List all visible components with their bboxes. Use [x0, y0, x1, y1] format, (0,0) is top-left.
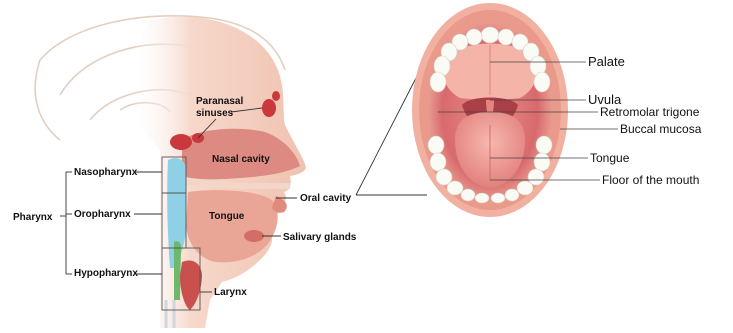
label-nasopharynx: Nasopharynx [74, 167, 138, 178]
label-nasal-cavity: Nasal cavity [212, 154, 270, 165]
label-larynx: Larynx [214, 287, 247, 298]
label-paranasal-1: Paranasal [196, 96, 243, 107]
label-palate: Palate [588, 54, 625, 69]
label-tongue-head: Tongue [209, 211, 245, 222]
label-floor-of-mouth: Floor of the mouth [602, 173, 699, 187]
label-paranasal-2: sinuses [196, 108, 234, 119]
label-oral-cavity: Oral cavity [300, 193, 352, 204]
label-oropharynx: Oropharynx [74, 209, 131, 220]
salivary-gland [244, 230, 264, 242]
label-salivary: Salivary glands [283, 232, 357, 243]
label-hypopharynx: Hypopharynx [74, 268, 138, 279]
airway-green [174, 241, 181, 300]
pharynx-bracket [60, 172, 72, 274]
label-retromolar: Retromolar trigone [600, 105, 700, 119]
label-tongue-mouth: Tongue [590, 151, 630, 165]
mouth-illustration [412, 3, 568, 217]
label-buccal: Buccal mucosa [620, 122, 702, 136]
label-pharynx: Pharynx [13, 212, 53, 223]
